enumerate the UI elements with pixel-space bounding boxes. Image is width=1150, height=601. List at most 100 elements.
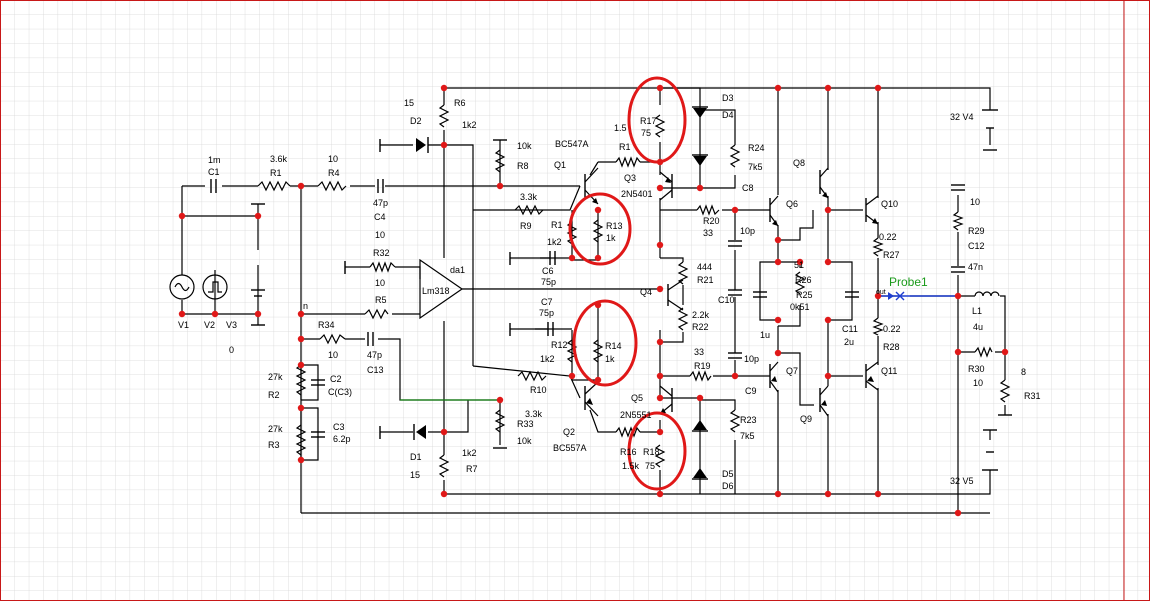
resistor-r12: [566, 339, 578, 363]
resistor-r28: [872, 317, 884, 336]
label-da1: da1: [450, 265, 465, 275]
label-c3: C3: [333, 422, 345, 432]
resistor-r10: [517, 370, 547, 382]
label-r26v: 51: [794, 260, 804, 270]
label-v5: 32 V5: [950, 476, 974, 486]
label-r6v: 1k2: [462, 120, 477, 130]
capacitors: [210, 179, 965, 438]
label-q11: Q11: [881, 366, 897, 376]
label-r23: R23: [740, 415, 757, 425]
label-c7v: 75p: [539, 308, 554, 318]
transistors: [584, 167, 879, 417]
label-r31v: 8: [1021, 367, 1026, 377]
label-r4v: 10: [328, 154, 338, 164]
label-r24v: 7k5: [748, 162, 763, 172]
label-r12v: 1k2: [540, 354, 555, 364]
voltage-sources: [169, 274, 228, 300]
label-r11: R1: [551, 220, 563, 230]
label-c6: C6: [542, 266, 554, 276]
resistor-r18: [654, 444, 666, 468]
label-q2: Q2: [563, 427, 575, 437]
label-v1: V1: [178, 320, 189, 330]
label-c10v2: 10p: [744, 354, 759, 364]
label-q7: Q7: [786, 366, 798, 376]
label-c13: C13: [367, 365, 384, 375]
pulse-source-v2: [202, 274, 228, 300]
label-r11v: 1k2: [547, 237, 562, 247]
label-d1v: 15: [410, 470, 420, 480]
resistor-r19: [689, 370, 712, 382]
label-r28: R28: [883, 342, 900, 352]
label-c10v: 10p: [740, 226, 755, 236]
label-r27: R27: [883, 250, 900, 260]
opamp-da1: [419, 258, 464, 320]
label-r22v: 2.2k: [692, 310, 710, 320]
resistor-r33: [494, 409, 506, 433]
resistor-r7: [438, 454, 450, 478]
resistor-r34: [319, 333, 346, 345]
resistor-r5: [364, 308, 389, 320]
label-r3v: 27k: [268, 424, 283, 434]
label-l1v: 4u: [973, 322, 983, 332]
label-q1t: BC547A: [555, 139, 589, 149]
label-q3t: 2N5401: [621, 189, 653, 199]
label-c10: C10: [718, 295, 735, 305]
label-v4: 32 V4: [950, 112, 974, 122]
label-r8: R8: [517, 161, 529, 171]
label-r30: R30: [968, 364, 985, 374]
resistor-r32: [369, 261, 396, 273]
highlight-annotations: [568, 76, 687, 491]
label-r17-pre: 1.5: [614, 123, 627, 133]
label-r1-top: R1: [619, 142, 631, 152]
resistor-r1-top: [615, 156, 641, 168]
label-c4v2: 10: [375, 230, 385, 240]
label-r5: R5: [375, 295, 387, 305]
inductor-l1: [974, 291, 1000, 297]
label-r14: R14: [605, 341, 622, 351]
label-c8: C8: [742, 183, 754, 193]
resistor-r13: [592, 219, 604, 243]
ground-symbols: [251, 109, 1012, 471]
label-q1: Q1: [554, 160, 566, 170]
resistor-r23: [729, 409, 741, 433]
label-r19: R19: [694, 361, 711, 371]
label-r1: R1: [270, 168, 282, 178]
label-c1u: 1u: [760, 330, 770, 340]
resistor-r25: [794, 271, 806, 295]
label-q10: Q10: [881, 199, 898, 209]
label-c12v: 47n: [968, 262, 983, 272]
resistor-r21: [677, 261, 689, 285]
resistor-r17: [654, 114, 666, 138]
resistor-r20: [696, 204, 720, 216]
label-r17: R17: [640, 116, 657, 126]
label-c3v: 6.2p: [333, 434, 351, 444]
probe-marker: [888, 291, 905, 301]
label-v3v: 0: [229, 345, 234, 355]
label-d2v: 15: [404, 98, 414, 108]
label-r10: R10: [530, 385, 547, 395]
label-r9: R9: [520, 221, 532, 231]
sine-source-v1: [169, 274, 195, 300]
label-c1: C1: [208, 167, 220, 177]
label-d3: D3: [722, 93, 734, 103]
label-r25: R25: [796, 290, 813, 300]
label-r18v: 75: [645, 461, 655, 471]
resistor-r2: [295, 364, 307, 396]
label-r7: R7: [466, 464, 478, 474]
label-r33v: 10k: [517, 436, 532, 446]
label-c11v: 2u: [844, 337, 854, 347]
label-d6: D6: [722, 481, 734, 491]
label-q4: Q4: [640, 287, 652, 297]
label-r18: R18: [643, 447, 660, 457]
label-d1: D1: [410, 452, 422, 462]
label-c1v: 1m: [208, 155, 221, 165]
label-r13v: 1k: [606, 233, 616, 243]
label-r16: R16: [620, 447, 637, 457]
resistor-r29: [952, 211, 964, 231]
label-d5: D5: [722, 469, 734, 479]
label-c4: C4: [374, 212, 386, 222]
label-r12: R12: [551, 340, 568, 350]
label-c4v: 47p: [373, 198, 388, 208]
